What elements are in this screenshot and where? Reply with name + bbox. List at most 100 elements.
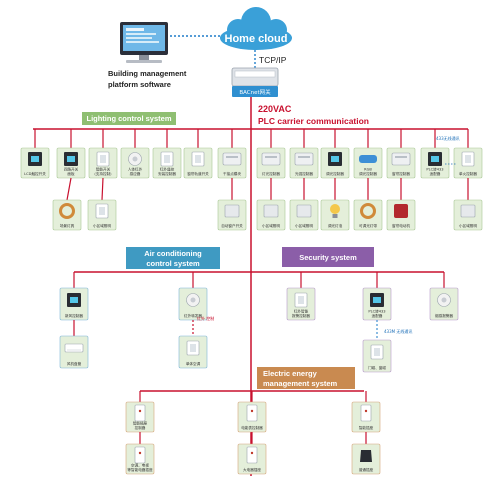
lighting-sub-node-6-label: 调光灯泡 — [328, 223, 343, 228]
energy-sub-node-1-label: 空调、电视 — [131, 463, 149, 468]
lighting-node-7: 干接点模块 — [217, 147, 247, 179]
energy-label-line2: management system — [263, 379, 338, 388]
energy-sub-node-2-label: 大电器插座 — [243, 467, 261, 472]
gateway-device — [231, 67, 279, 97]
lighting-system-label-box — [82, 112, 176, 125]
energy-label-line1: Electric energy — [263, 369, 318, 378]
lighting-node-7-label: 干接点模块 — [223, 171, 241, 176]
energy-sub-node-2: 大电器插座 — [237, 443, 267, 475]
lighting-node-9: 光强控制器 — [289, 147, 319, 179]
lighting-node-9-label: 光强控制器 — [295, 171, 313, 176]
lighting-node-5-label: 红外遥控 — [160, 167, 175, 172]
security-wireless-tag: 433M 无线通讯 — [384, 328, 412, 334]
lighting-sub-node-8: 窗帘电动机 — [386, 199, 416, 231]
cloud-label: Home cloud — [225, 33, 288, 45]
security-node-2-label: PLC转433 — [368, 309, 385, 314]
security-label: Security system — [299, 253, 357, 262]
aircon-node-2-label: 风机盘管 — [67, 361, 82, 366]
lighting-sub-node-5-label: 小区域照明 — [295, 223, 313, 228]
energy-sub-node-3: 普通插座 — [351, 443, 381, 475]
lighting-node-3: 智能开关(支持控制) — [88, 147, 118, 179]
lighting-sub-node-4-label: 小区域照明 — [262, 223, 280, 228]
security-node-4: 门磁、窗磁 — [362, 339, 392, 373]
aircon-node-4: 单体空调 — [178, 335, 208, 369]
aircon-node-1: 新风控制器 — [59, 287, 89, 321]
lighting-node-3-label: 智能开关 — [96, 167, 111, 172]
lighting-node-8: 灯光控制器 — [256, 147, 286, 179]
plc-label: PLC carrier communication — [258, 116, 369, 126]
energy-node-1-label: 控制器 — [135, 425, 146, 430]
lighting-bottom-row: 场景灯具 小区域照明 自动窗户开关小区域照明 小区域照明 调光灯泡 可调光灯带 窗帘电动机 小… — [52, 177, 483, 231]
lighting-node-10: 调光控制器 — [320, 147, 350, 179]
lighting-sub-node-1: 场景灯具 — [52, 199, 82, 231]
security-node-1-label: 报警控制器 — [292, 313, 310, 318]
lighting-node-14: 单火控制器 — [453, 147, 483, 179]
energy-node-2: 电能表控制器 — [237, 401, 267, 433]
security-nodes: 红外智能报警控制器PLC转433适配器烟感报警器门磁、窗磁 — [286, 272, 459, 373]
security-node-2-label: 适配器 — [372, 313, 383, 318]
energy-node-3: 智能插座 — [351, 401, 381, 433]
lighting-node-6-label: 窗帘轨道开关 — [187, 171, 209, 176]
lighting-sub-node-3: 自动窗户开关 — [217, 199, 247, 231]
wireless-tag: 433无线通讯 — [436, 135, 460, 141]
energy-sub-node-3-label: 普通插座 — [359, 467, 374, 472]
security-node-3: 烟感报警器 — [429, 287, 459, 321]
lighting-system-label: Lighting control system — [86, 114, 171, 123]
security-node-3-label: 烟感报警器 — [435, 313, 453, 318]
voltage-label: 220VAC — [258, 104, 292, 114]
lighting-node-1-label: LCD触控开关 — [24, 171, 46, 176]
lighting-link-1 — [66, 177, 72, 201]
lighting-node-13-label: PLC转433 — [426, 167, 443, 172]
cloud-icon — [220, 7, 292, 50]
aircon-label-line1: Air conditioning — [144, 249, 202, 258]
lighting-sub-node-7-label: 可调光灯带 — [359, 223, 377, 228]
energy-node-2-label: 电能表控制器 — [241, 425, 263, 430]
lighting-sub-node-9: 小区域照明 — [453, 199, 483, 231]
lighting-node-14-label: 单火控制器 — [459, 171, 477, 176]
aircon-label-box — [126, 247, 220, 269]
lighting-node-4-label: 感应器 — [130, 171, 141, 176]
lighting-node-6: 窗帘轨道开关 — [183, 147, 213, 179]
security-node-1-label: 红外智能 — [294, 309, 309, 314]
energy-label-box — [257, 367, 355, 389]
lighting-node-8-label: 灯光控制器 — [262, 171, 280, 176]
protocol-label: TCP/IP — [259, 55, 287, 65]
bms-label-line1: Building management — [108, 69, 187, 78]
energy-node-1-label: 智能插座 — [133, 421, 148, 426]
lighting-node-10-label: 调光控制器 — [326, 171, 344, 176]
bms-label-line2: platform software — [108, 80, 171, 89]
lighting-sub-node-8-label: 窗帘电动机 — [392, 223, 410, 228]
lighting-sub-node-1-label: 场景灯具 — [60, 223, 75, 228]
lighting-node-11-label: RGB — [364, 168, 372, 172]
lighting-node-5-label: 安装控制器 — [158, 171, 176, 176]
aircon-node-3-label: 红外转发器 — [184, 313, 202, 318]
lighting-node-2-label: 面板 — [67, 171, 75, 176]
lighting-node-4-label: 人体红外 — [128, 167, 143, 172]
lighting-sub-node-5: 小区域照明 — [289, 199, 319, 231]
lighting-sub-node-9-label: 小区域照明 — [459, 223, 477, 228]
lighting-top-row: LCD触控开关四路开关面板智能开关(支持控制)人体红外感应器红外遥控安装控制器窗… — [20, 129, 483, 179]
aircon-node-1-label: 新风控制器 — [65, 313, 83, 318]
lighting-sub-node-6: 调光灯泡 — [320, 199, 350, 231]
gateway-label: BACnet网关 — [239, 88, 271, 96]
aircon-ir-tag: 红外 控制 — [197, 315, 214, 321]
lighting-sub-node-7: 可调光灯带 — [353, 199, 383, 231]
lighting-sub-node-4: 小区域照明 — [256, 199, 286, 231]
lighting-node-13-label: 适配器 — [430, 171, 441, 176]
lighting-node-12-label: 窗帘控制器 — [392, 171, 410, 176]
energy-sub-node-1-label: 等智能电器插座 — [127, 467, 153, 472]
lighting-sub-node-2-label: 小区域照明 — [93, 223, 111, 228]
security-label-box — [282, 247, 374, 267]
lighting-node-2-label: 四路开关 — [64, 167, 79, 172]
aircon-node-2: 风机盘管 — [59, 335, 89, 369]
